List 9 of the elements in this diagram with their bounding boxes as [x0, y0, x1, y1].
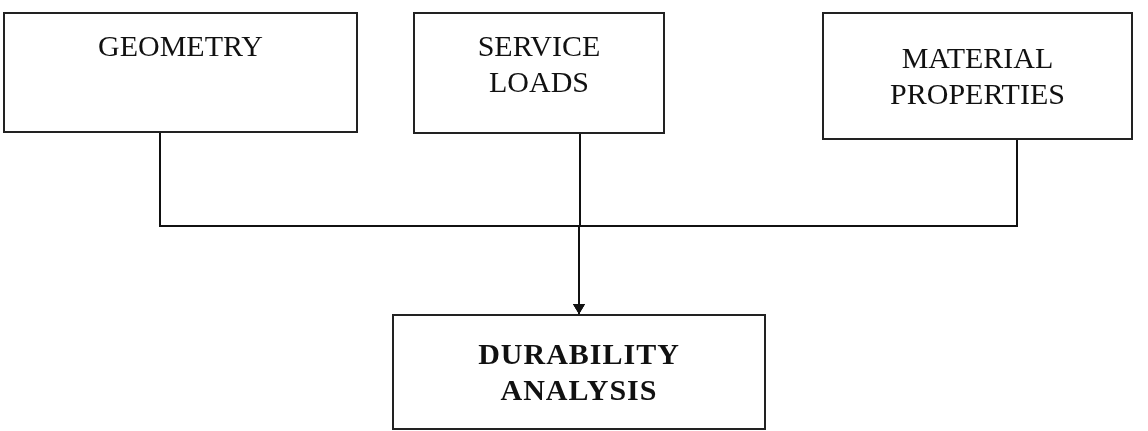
process-box [392, 314, 766, 430]
box-label: SERVICE LOADS [476, 28, 602, 100]
connector-arrow [573, 139, 1018, 315]
box-label: MATERIAL PROPERTIES [889, 40, 1066, 112]
process-box [3, 12, 358, 133]
process-box [822, 12, 1133, 140]
process-box [413, 12, 665, 134]
box-label: GEOMETRY [98, 28, 263, 64]
box-label: DURABILITY ANALYSIS [477, 336, 681, 408]
